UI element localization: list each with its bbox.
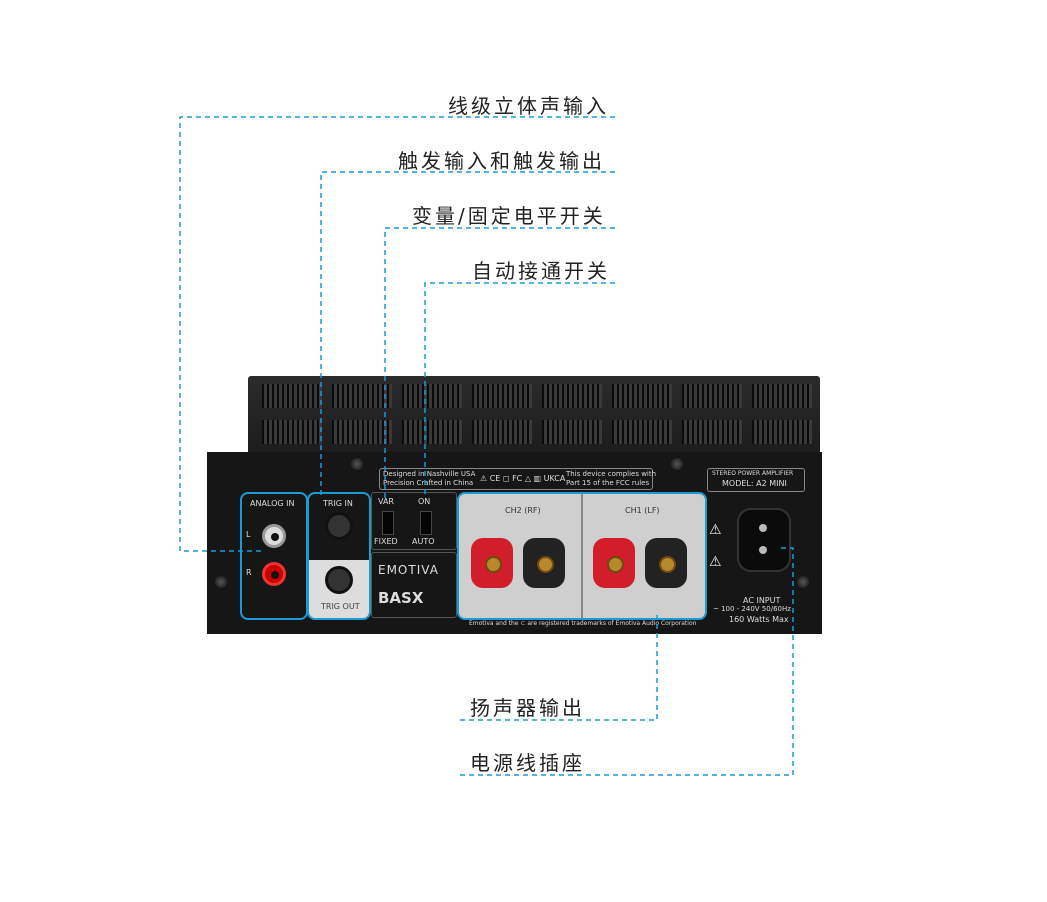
- trigger-section: TRIG IN TRIG OUT: [307, 492, 371, 620]
- amplifier-top-cover: [248, 376, 820, 456]
- auto-label: AUTO: [412, 537, 435, 546]
- amplifier-rear-panel: Designed in Nashville USA Precision Craf…: [207, 452, 822, 634]
- vent-slot: [542, 384, 602, 408]
- l-label: L: [246, 530, 251, 539]
- designed-text: Designed in Nashville USA: [383, 470, 476, 478]
- vent-slot: [402, 420, 462, 444]
- vent-slot: [542, 420, 602, 444]
- vent-slot: [262, 384, 322, 408]
- voltage-label: ~ 100 - 240V 50/60Hz: [713, 605, 791, 613]
- crafted-text: Precision Crafted in China: [383, 479, 474, 487]
- vent-slot: [262, 420, 322, 444]
- analog-in-label: ANALOG IN: [250, 499, 295, 508]
- trig-out-label: TRIG OUT: [321, 602, 360, 611]
- vent-slot: [402, 384, 462, 408]
- analog-callout-line: [179, 116, 615, 552]
- vent-slot: [752, 384, 812, 408]
- ac-input-label: AC INPUT: [743, 596, 781, 605]
- ch2-label: CH2 (RF): [505, 506, 541, 515]
- fcc-text-1: This device complies with: [566, 470, 657, 478]
- trig-out-jack[interactable]: [325, 566, 353, 594]
- callout-var-fixed: 变量/固定电平开关: [412, 204, 606, 228]
- callout-power-socket: 电源线插座: [470, 751, 585, 775]
- trademark-text: Emotiva and the ⊂ are registered tradema…: [469, 620, 697, 627]
- iec-power-socket[interactable]: [737, 508, 791, 572]
- basx-logo: BASX: [378, 589, 424, 607]
- vent-slot: [332, 384, 392, 408]
- var-fixed-switch[interactable]: [382, 511, 394, 535]
- vent-slot: [612, 384, 672, 408]
- logo-section: EMOTIVA BASX: [371, 552, 457, 618]
- watts-label: 160 Watts Max: [729, 615, 789, 624]
- var-label: VAR: [378, 497, 394, 506]
- model-type: STEREO POWER AMPLIFIER: [712, 470, 794, 477]
- fcc-text-2: Part 15 of the FCC rules: [566, 479, 650, 487]
- trig-in-label: TRIG IN: [323, 499, 353, 508]
- speaker-callout-line: [460, 612, 658, 721]
- vent-slot: [682, 420, 742, 444]
- rca-left-jack[interactable]: [262, 524, 286, 548]
- r-label: R: [246, 568, 252, 577]
- emotiva-logo: EMOTIVA: [378, 563, 439, 577]
- trig-in-jack[interactable]: [325, 512, 353, 540]
- auto-callout-line: [424, 282, 615, 498]
- vent-slot: [682, 384, 742, 408]
- callout-speaker-out: 扬声器输出: [470, 696, 585, 720]
- vent-slot: [752, 420, 812, 444]
- ch1-positive-terminal[interactable]: [593, 538, 635, 588]
- speaker-output-section: CH2 (RF) CH1 (LF): [457, 492, 707, 620]
- cert-strip: Designed in Nashville USA Precision Craf…: [379, 468, 657, 490]
- auto-on-switch[interactable]: [420, 511, 432, 535]
- warning-icon: ⚠: [709, 554, 722, 570]
- ch1-label: CH1 (LF): [625, 506, 660, 515]
- ch2-negative-terminal[interactable]: [523, 538, 565, 588]
- ch1-negative-terminal[interactable]: [645, 538, 687, 588]
- model-name: MODEL: A2 MINI: [722, 479, 787, 488]
- var-callout-line: [384, 227, 615, 498]
- fixed-label: FIXED: [374, 537, 398, 546]
- callout-analog-in: 线级立体声输入: [448, 94, 609, 118]
- vent-slot: [612, 420, 672, 444]
- warning-icon: ⚠: [709, 522, 722, 538]
- power-callout-line: [460, 547, 794, 776]
- model-label: STEREO POWER AMPLIFIER MODEL: A2 MINI: [707, 468, 805, 492]
- vent-slot: [472, 384, 532, 408]
- vent-slot: [472, 420, 532, 444]
- ch2-positive-terminal[interactable]: [471, 538, 513, 588]
- callout-trigger: 触发输入和触发输出: [398, 149, 605, 173]
- rca-right-jack[interactable]: [262, 562, 286, 586]
- vent-slot: [332, 420, 392, 444]
- on-label: ON: [418, 497, 431, 506]
- cert-icons: ⚠ CE ◻ FC △ ▥ UKCA: [480, 474, 566, 483]
- callout-auto-on: 自动接通开关: [472, 259, 610, 283]
- switch-section: VAR ON FIXED AUTO: [371, 492, 457, 550]
